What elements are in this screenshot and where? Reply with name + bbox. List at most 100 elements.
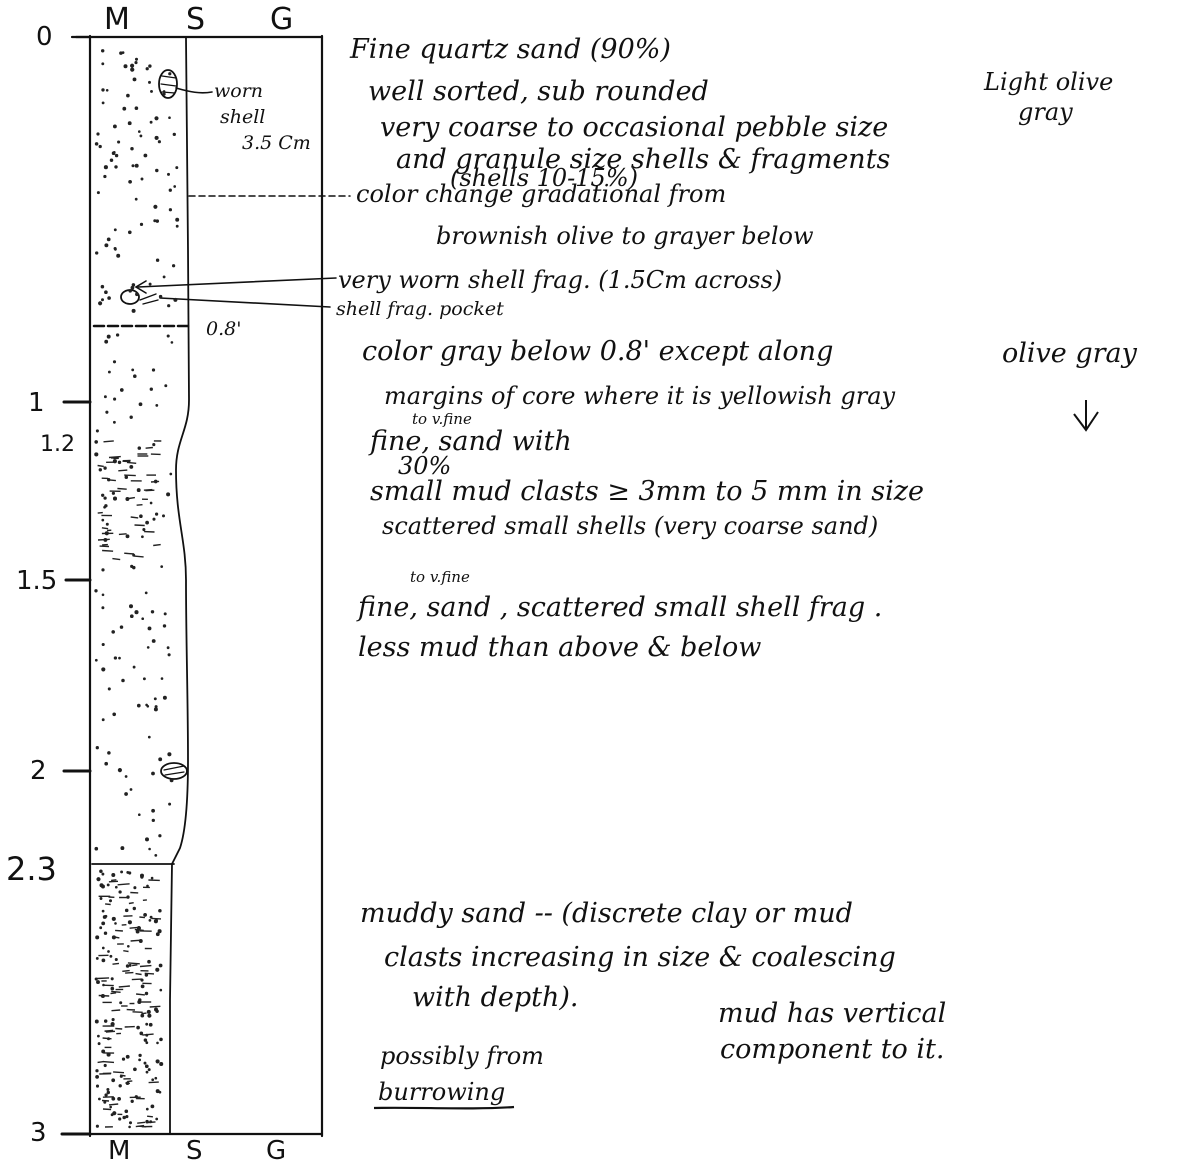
sand-grain-mark [102, 102, 104, 104]
sand-grain-mark [135, 62, 137, 64]
mud-clast-mark [153, 545, 161, 546]
mud-clast-mark [123, 461, 131, 462]
unit4-line5: component to it. [720, 1036, 944, 1063]
sand-grain-mark [102, 643, 104, 645]
mud-clast-mark [134, 556, 143, 557]
sand-grain-mark [118, 461, 120, 463]
sand-grain-mark [156, 169, 158, 171]
mud-clast-mark [103, 1109, 111, 1110]
unit1-line2: well sorted, sub rounded [368, 78, 709, 105]
sand-grain-mark [126, 535, 129, 538]
sand-grain-mark [96, 1085, 98, 1087]
sand-grain-mark [164, 613, 166, 615]
sand-grain-mark [146, 1023, 148, 1025]
sand-grain-mark [130, 615, 133, 618]
sand-grain-mark [167, 493, 170, 496]
mud-clast-mark [127, 462, 136, 463]
sand-grain-mark [102, 922, 105, 925]
sand-grain-mark [127, 945, 129, 947]
sand-grain-mark [114, 247, 116, 249]
sand-grain-mark [113, 125, 116, 128]
sand-grain-mark [148, 627, 151, 630]
unit4-line2: clasts increasing in size & coalescing [384, 944, 896, 971]
mud-clast-mark [133, 1012, 143, 1013]
header-mud-bottom: M [108, 1136, 130, 1166]
header-gravel-bottom: G [266, 1136, 286, 1166]
sand-grain-mark [163, 515, 165, 517]
sand-grain-mark [111, 987, 114, 990]
sand-grain-mark [102, 63, 104, 65]
sand-grain-mark [99, 302, 102, 305]
sand-grain-mark [116, 334, 118, 336]
depth-0: 0 [36, 22, 53, 52]
sand-grain-mark [156, 1060, 159, 1063]
sand-grain-mark [100, 884, 103, 887]
sand-grain-mark [110, 1106, 112, 1108]
unit2-pct: 30% [398, 454, 451, 478]
sand-grain-mark [172, 265, 174, 267]
sand-grain-mark [141, 178, 143, 180]
sand-grain-mark [144, 1039, 147, 1042]
sand-grain-mark [120, 389, 123, 392]
sand-grain-mark [112, 1097, 115, 1100]
mud-clast-mark [98, 513, 103, 514]
sand-grain-mark [115, 166, 117, 168]
sand-grain-mark [145, 1065, 148, 1068]
unit2-line4: small mud clasts ≥ 3mm to 5 mm in size [370, 478, 924, 505]
mud-clast-mark [132, 965, 137, 966]
mud-clast-mark [129, 903, 134, 904]
mud-clast-mark [135, 525, 145, 526]
sand-grain-mark [129, 180, 132, 183]
unit3-sup: to v.fine [410, 570, 470, 585]
sand-grain-mark [152, 640, 155, 643]
unit2-line3: fine, sand with [370, 428, 572, 455]
sand-grain-mark [112, 917, 115, 920]
olive-gray-arrow [1074, 400, 1098, 430]
sand-grain-mark [120, 52, 123, 55]
mud-clast-mark [145, 490, 154, 491]
sand-grain-mark [129, 1126, 131, 1128]
sand-grain-mark [119, 1085, 121, 1087]
sand-grain-mark [101, 285, 104, 288]
sand-grain-mark [149, 65, 151, 67]
mud-clast-mark [136, 974, 142, 975]
sand-grain-mark [140, 515, 143, 518]
sand-grain-mark [150, 502, 152, 504]
mud-clast-mark [98, 466, 104, 467]
shell-lower-ribs-icon [164, 766, 184, 775]
sand-grain-mark [99, 145, 101, 147]
sand-grain-mark [163, 625, 165, 627]
sand-grain-mark [122, 52, 124, 54]
sand-grain-mark [123, 107, 126, 110]
sand-grain-mark [128, 231, 131, 234]
mud-clast-mark [112, 1010, 121, 1011]
sand-grain-mark [105, 762, 108, 765]
sand-grain-mark [104, 396, 106, 398]
sand-grain-mark [176, 167, 178, 169]
sand-grain-mark [112, 874, 115, 877]
sand-grain-mark [95, 143, 98, 146]
shell-pocket-icon [140, 294, 158, 304]
sand-grain-mark [96, 747, 98, 749]
sand-grain-mark [96, 430, 98, 432]
callout-shell: shell [220, 108, 265, 127]
sand-grain-mark [122, 1058, 124, 1060]
mud-clast-mark [147, 1116, 153, 1117]
sand-grain-mark [135, 107, 138, 110]
mud-clast-mark [141, 1013, 146, 1014]
mud-clast-mark [150, 1006, 161, 1007]
sand-grain-mark [114, 657, 116, 659]
mud-clast-mark [124, 475, 136, 476]
burrowing-underline [374, 1107, 514, 1108]
sand-grain-mark [161, 678, 163, 680]
sand-grain-mark [110, 955, 112, 957]
sand-grain-mark [111, 978, 113, 980]
sand-grain-mark [156, 933, 159, 936]
sand-grain-mark [170, 473, 172, 475]
sand-grain-mark [95, 441, 98, 444]
sand-grain-mark [113, 713, 116, 716]
depth-3: 3 [30, 1118, 47, 1148]
depth-2: 2 [30, 756, 47, 786]
sand-grain-mark [129, 1122, 131, 1124]
sand-grain-mark [104, 175, 106, 177]
